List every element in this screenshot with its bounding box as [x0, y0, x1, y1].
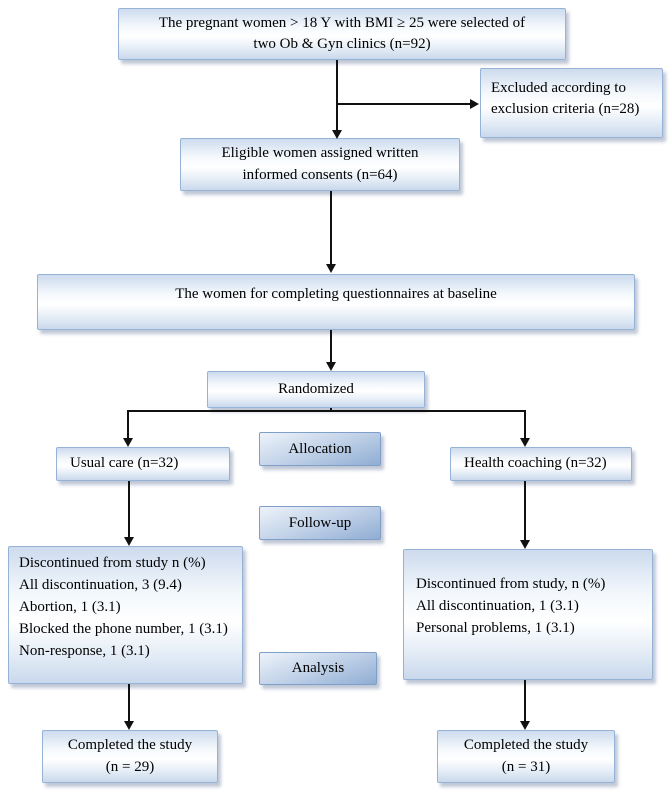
- arrowhead-baseline-to-randomized: [326, 362, 336, 371]
- flow-box-eligible-line: informed consents (n=64): [242, 166, 398, 183]
- arrowhead-branch-to-usual-care: [123, 438, 133, 447]
- arrowhead-branch-to-excluded: [470, 99, 479, 109]
- connector-selected-to-eligible: [336, 60, 338, 131]
- stage-label-analysis-text: Analysis: [291, 660, 345, 676]
- connector-branch-to-health-coaching: [524, 410, 526, 439]
- connector-usual-discontinued-to-completed: [128, 684, 130, 722]
- connector-usual-care-to-discontinued: [128, 481, 130, 538]
- stage-label-allocation-text: Allocation: [288, 440, 352, 457]
- discontinued-line: Non-response, 1 (3.1): [19, 642, 150, 659]
- stage-label-analysis: Analysis: [259, 652, 377, 685]
- flow-box-eligible-line: Eligible women assigned written: [221, 145, 419, 162]
- flow-box-baseline-line: The women for completing questionnaires …: [175, 286, 497, 302]
- connector-coaching-discontinued-to-completed: [524, 680, 526, 722]
- stage-label-followup-text: Follow-up: [288, 514, 352, 531]
- arrowhead-eligible-to-baseline: [326, 264, 336, 273]
- flow-box-health-coaching-line: Health coaching (n=32): [464, 455, 607, 472]
- stage-label-followup: Follow-up: [259, 506, 381, 540]
- flow-box-excluded-line: exclusion criteria (n=28): [491, 101, 640, 117]
- flow-box-completed-usual: Completed the study (n = 29): [42, 730, 218, 783]
- discontinued-line: All discontinuation, 3 (9.4): [19, 576, 182, 593]
- flow-box-selected: The pregnant women > 18 Y with BMI ≥ 25 …: [118, 8, 566, 60]
- discontinued-line: Discontinued from study n (%): [19, 555, 206, 571]
- discontinued-line: Discontinued from study, n (%): [416, 576, 606, 592]
- arrowhead-coaching-to-discontinued: [520, 540, 530, 549]
- connector-baseline-to-randomized: [330, 330, 332, 363]
- flow-box-baseline: The women for completing questionnaires …: [37, 274, 635, 330]
- discontinued-line: Abortion, 1 (3.1): [19, 598, 121, 615]
- connector-eligible-to-baseline: [330, 191, 332, 265]
- connector-branch-to-excluded: [336, 103, 470, 105]
- flow-box-excluded: Excluded according to exclusion criteria…: [480, 68, 663, 138]
- flow-box-completed-coaching-line: Completed the study: [463, 737, 589, 754]
- flow-box-health-coaching: Health coaching (n=32): [450, 447, 632, 481]
- connector-randomized-branch: [127, 410, 526, 412]
- arrowhead-usual-discontinued-to-completed: [124, 721, 134, 730]
- stage-label-allocation: Allocation: [259, 432, 381, 466]
- flow-box-completed-coaching-line: (n = 31): [501, 758, 551, 775]
- flow-box-selected-line: The pregnant women > 18 Y with BMI ≥ 25 …: [158, 14, 526, 31]
- discontinued-line: All discontinuation, 1 (3.1): [416, 597, 579, 614]
- discontinued-line: Blocked the phone number, 1 (3.1): [19, 620, 228, 637]
- connector-coaching-to-discontinued: [524, 481, 526, 541]
- flow-box-completed-coaching: Completed the study (n = 31): [437, 730, 615, 783]
- flow-box-selected-line: two Ob & Gyn clinics (n=92): [253, 36, 431, 52]
- flow-box-randomized-line: Randomized: [278, 380, 354, 397]
- arrowhead-selected-to-eligible: [332, 130, 342, 139]
- arrowhead-branch-to-health-coaching: [520, 438, 530, 447]
- arrowhead-usual-care-to-discontinued: [124, 537, 134, 546]
- flow-box-usual-care-line: Usual care (n=32): [70, 455, 179, 472]
- flow-box-usual-care-discontinued: Discontinued from study n (%) All discon…: [8, 546, 243, 684]
- flow-box-randomized: Randomized: [207, 371, 425, 408]
- flow-box-completed-usual-line: Completed the study: [67, 737, 193, 754]
- flow-box-completed-usual-line: (n = 29): [105, 758, 155, 775]
- flow-box-coaching-discontinued: Discontinued from study, n (%) All disco…: [403, 549, 653, 680]
- discontinued-line: Personal problems, 1 (3.1): [416, 619, 575, 636]
- flow-box-excluded-line: Excluded according to: [491, 79, 626, 96]
- flow-box-usual-care: Usual care (n=32): [56, 447, 230, 481]
- arrowhead-coaching-discontinued-to-completed: [520, 721, 530, 730]
- flow-box-eligible: Eligible women assigned written informed…: [180, 138, 460, 191]
- connector-branch-to-usual-care: [127, 410, 129, 439]
